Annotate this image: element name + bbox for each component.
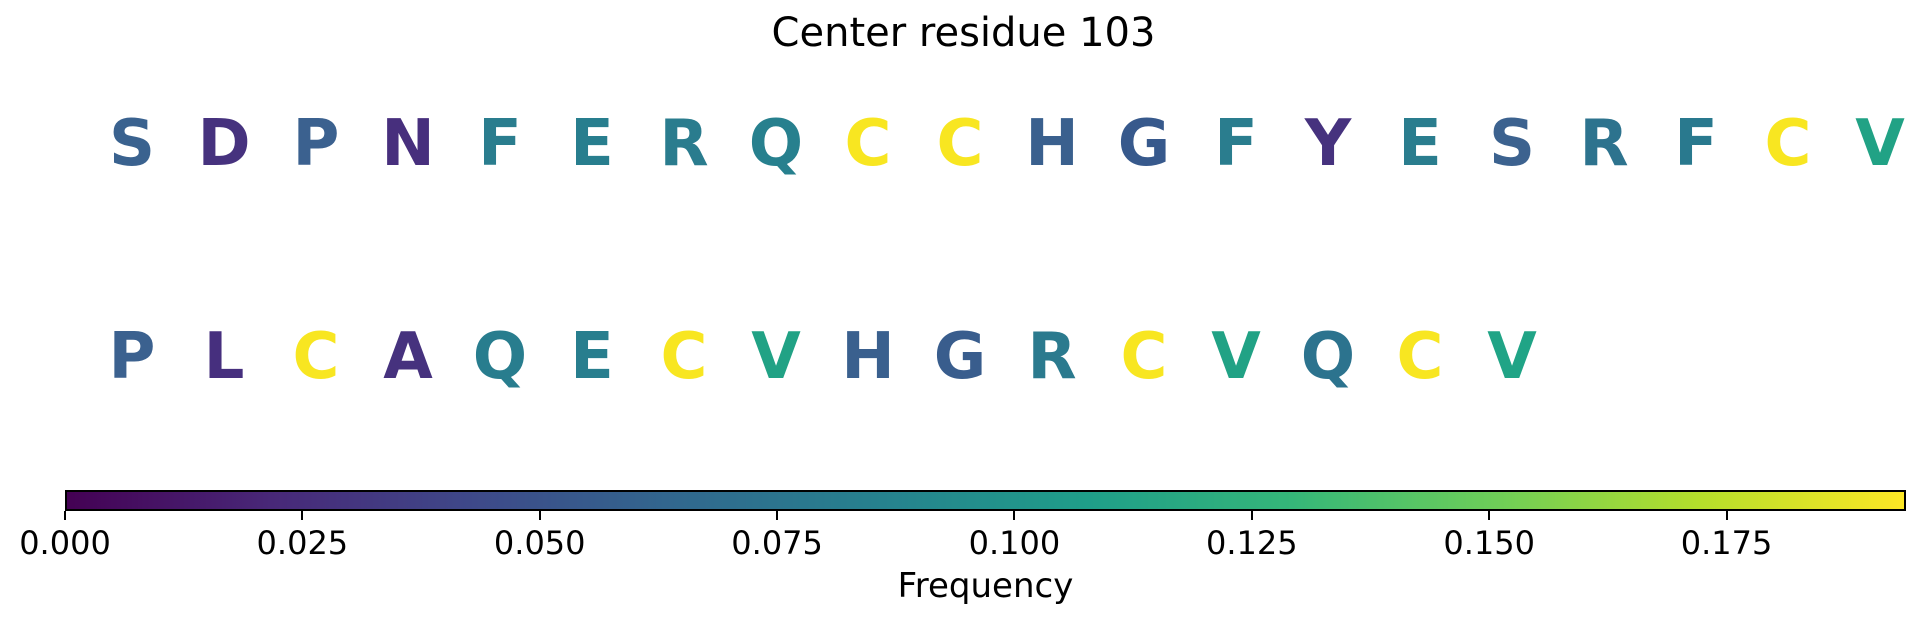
residue-letter: C xyxy=(660,320,708,394)
residue-letter: Q xyxy=(472,320,528,394)
residue-letter: F xyxy=(1214,107,1258,181)
colorbar-tick-mark xyxy=(1013,511,1016,520)
colorbar-tick-mark xyxy=(1250,511,1253,520)
residue-letter: E xyxy=(1398,107,1442,181)
colorbar-tick-mark xyxy=(1725,511,1728,520)
colorbar-tick-label: 0.075 xyxy=(731,524,823,562)
residue-letter: A xyxy=(383,320,433,394)
residue-letter: L xyxy=(203,320,245,394)
residue-letter: E xyxy=(570,320,614,394)
residue-letter: C xyxy=(844,107,892,181)
chart-title: Center residue 103 xyxy=(771,10,1156,56)
residue-letter: V xyxy=(1211,320,1261,394)
colorbar-tick-label: 0.025 xyxy=(256,524,349,562)
residue-letter: H xyxy=(1025,107,1079,181)
residue-letter: N xyxy=(381,107,435,181)
residue-letter: Q xyxy=(1300,320,1356,394)
residue-letter: G xyxy=(1117,107,1171,181)
residue-letter: C xyxy=(1396,320,1444,394)
residue-letter: P xyxy=(292,107,340,181)
residue-letter: C xyxy=(1120,320,1168,394)
colorbar-tick-label: 0.000 xyxy=(19,524,111,562)
residue-letter: P xyxy=(108,320,156,394)
colorbar-tick-mark xyxy=(301,511,304,520)
residue-letter: V xyxy=(1487,320,1537,394)
colorbar-tick-label: 0.175 xyxy=(1680,524,1773,562)
residue-letter: E xyxy=(570,107,614,181)
colorbar-tick-label: 0.125 xyxy=(1206,524,1298,562)
colorbar-gradient xyxy=(65,490,1906,511)
colorbar-tick-label: 0.150 xyxy=(1443,524,1535,562)
residue-letter: Q xyxy=(748,107,804,181)
residue-letter: C xyxy=(292,320,340,394)
residue-letter: D xyxy=(197,107,251,181)
residue-letter: F xyxy=(1674,107,1718,181)
colorbar-tick-mark xyxy=(776,511,779,520)
residue-letter: R xyxy=(659,107,709,181)
residue-letter: R xyxy=(1579,107,1629,181)
colorbar-axis-label: Frequency xyxy=(897,566,1074,606)
residue-letter: F xyxy=(478,107,522,181)
residue-letter: V xyxy=(1855,107,1905,181)
colorbar-tick-label: 0.050 xyxy=(493,524,586,562)
residue-letter: C xyxy=(1764,107,1812,181)
residue-letter: V xyxy=(751,320,801,394)
residue-letter: G xyxy=(933,320,987,394)
residue-letter: Y xyxy=(1304,107,1352,181)
residue-letter: H xyxy=(841,320,895,394)
residue-letter: S xyxy=(1488,107,1536,181)
colorbar-tick-mark xyxy=(64,511,66,520)
colorbar-tick-mark xyxy=(538,511,541,520)
residue-letter: R xyxy=(1027,320,1077,394)
colorbar-tick-mark xyxy=(1488,511,1491,520)
residue-letter: S xyxy=(108,107,156,181)
colorbar-tick-label: 0.100 xyxy=(968,524,1061,562)
residue-letter: C xyxy=(936,107,984,181)
